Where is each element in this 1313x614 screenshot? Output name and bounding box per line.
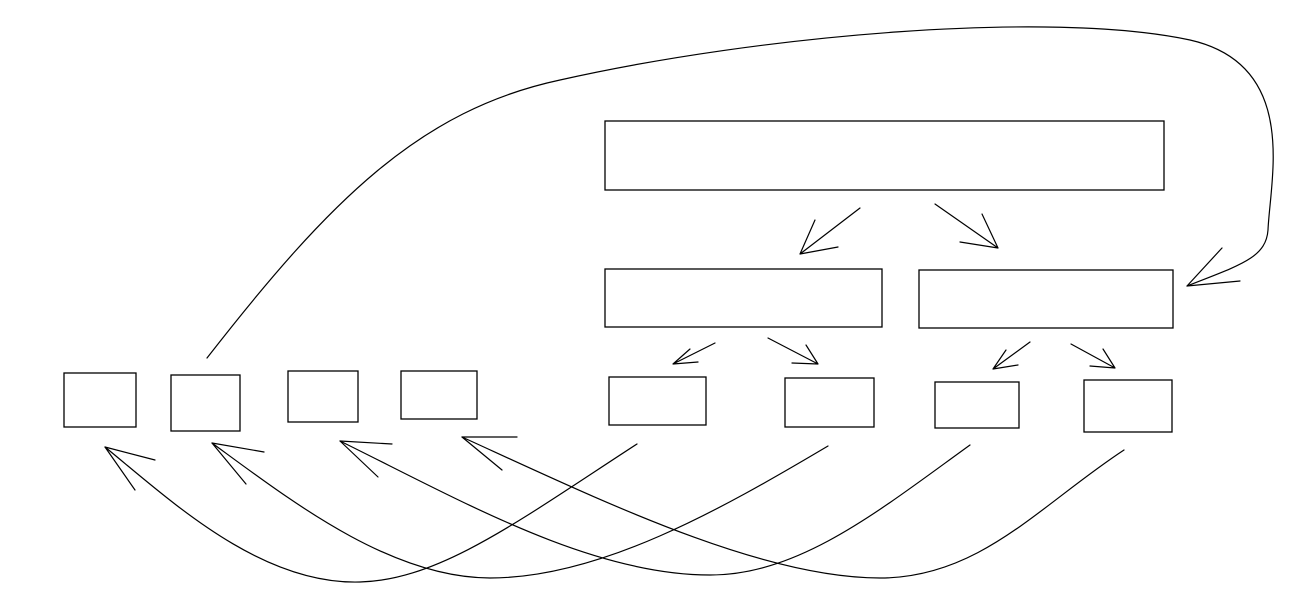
node-out-3 <box>287 370 359 423</box>
node-mid-right <box>918 269 1174 329</box>
arrow-mid-left-to-leaf-2 <box>767 337 819 365</box>
arrow-out-2-to-mid-right <box>206 26 1274 359</box>
node-leaf-4 <box>1083 379 1173 433</box>
node-leaf-3 <box>934 381 1020 429</box>
node-out-1 <box>63 372 137 428</box>
node-leaf-1 <box>608 376 707 426</box>
arrow-mid-right-to-leaf-3 <box>992 341 1031 370</box>
arrow-leaf-3-to-out-3 <box>339 440 971 576</box>
node-out-4 <box>400 370 478 420</box>
arrow-mid-left-to-leaf-1 <box>672 342 716 365</box>
arrow-leaf-2-to-out-2 <box>211 442 829 579</box>
arrow-leaf-4-to-out-4 <box>461 436 1125 579</box>
arrow-root-to-mid-right <box>934 203 999 249</box>
node-root <box>604 120 1165 191</box>
arrow-leaf-1-to-out-1 <box>104 443 638 583</box>
arrow-mid-right-to-leaf-4 <box>1070 343 1116 369</box>
node-mid-left <box>604 268 883 328</box>
node-out-2 <box>170 374 241 432</box>
arrow-root-to-mid-left <box>799 207 861 255</box>
node-leaf-2 <box>784 377 875 428</box>
